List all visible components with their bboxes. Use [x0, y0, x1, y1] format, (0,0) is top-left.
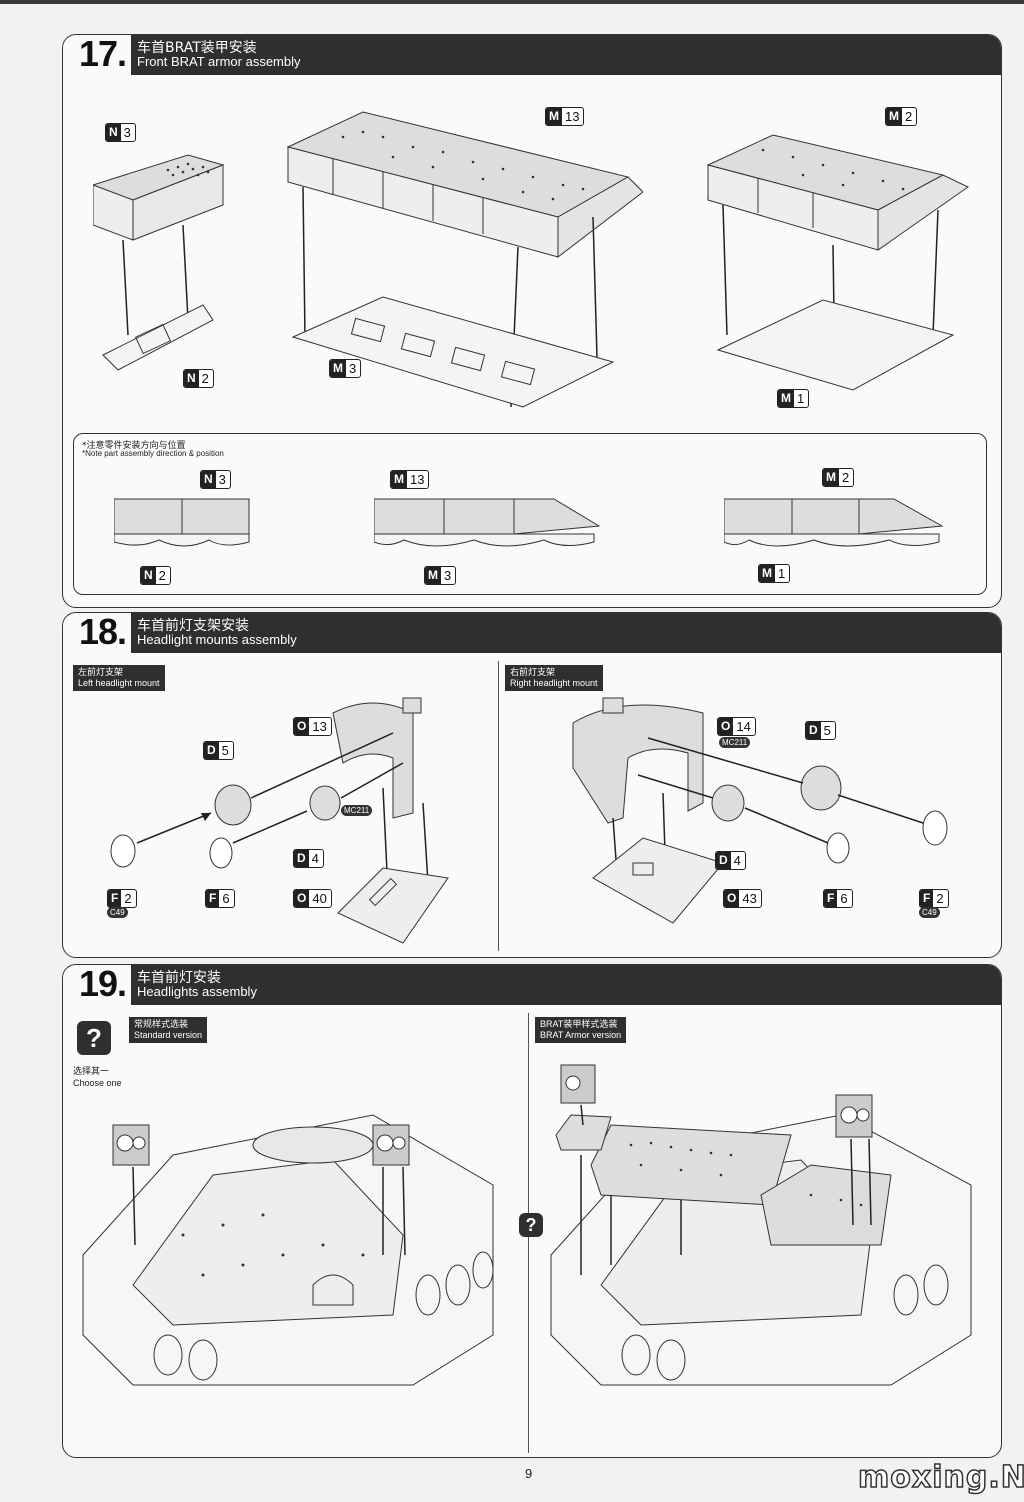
step-17-panel: 17. 车首BRAT装甲安装 Front BRAT armor assembly…	[62, 34, 1002, 608]
right-mount-illustration	[572, 697, 948, 924]
vehicle-standard-illustration	[82, 1114, 494, 1386]
left-mount-illustration	[110, 697, 449, 944]
paint-c49-right: C49	[919, 907, 940, 918]
step-18-panel: 18. 车首前灯支架安装 Headlight mounts assembly 左…	[62, 612, 1002, 958]
step-number: 19.	[79, 964, 127, 1004]
step-title-en: Front BRAT armor assembly	[137, 54, 301, 69]
step-18-header: 18. 车首前灯支架安装 Headlight mounts assembly	[63, 613, 1001, 653]
step-17-header: 17. 车首BRAT装甲安装 Front BRAT armor assembly	[63, 35, 1001, 75]
paint-c49-left: C49	[107, 907, 128, 918]
paint-mc211-right: MC211	[719, 737, 751, 748]
question-icon-center: ?	[519, 1213, 543, 1237]
side-view-m13	[374, 498, 601, 547]
armor-n3-illustration	[93, 154, 225, 371]
step-19-header: 19. 车首前灯安装 Headlights assembly	[63, 965, 1001, 1005]
watermark: moxing.NET	[857, 1459, 1024, 1496]
top-border	[0, 0, 1024, 4]
question-icon: ?	[77, 1021, 111, 1055]
step-18-divider	[498, 661, 499, 951]
side-view-n3	[114, 498, 250, 547]
note-text-en: *Note part assembly direction & position	[82, 449, 224, 458]
step-title-cn: 车首前灯支架安装	[137, 618, 249, 634]
side-view-m2	[724, 498, 944, 547]
step-title-en: Headlight mounts assembly	[137, 632, 297, 647]
note-box: *注意零件安装方向与位置 *Note part assembly directi…	[73, 433, 987, 595]
vehicle-brat-illustration	[550, 1064, 972, 1386]
page-number: 9	[525, 1466, 533, 1481]
armor-m2-illustration	[706, 134, 969, 391]
step-number: 17.	[79, 34, 127, 74]
step-title-cn: 车首前灯安装	[137, 970, 221, 986]
step-number: 18.	[79, 612, 127, 652]
step-title-cn: 车首BRAT装甲安装	[137, 40, 257, 56]
note-text-cn: *注意零件安装方向与位置	[82, 441, 186, 451]
step-title-en: Headlights assembly	[137, 984, 257, 999]
paint-mc211-left: MC211	[341, 805, 373, 816]
armor-m13-illustration	[286, 111, 643, 408]
